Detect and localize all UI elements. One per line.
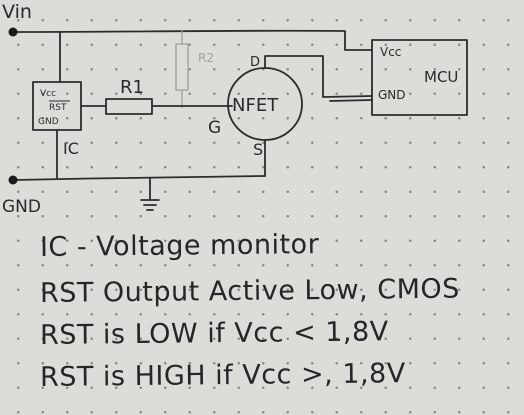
drain-label: D bbox=[250, 55, 260, 70]
mcu-vcc-pin-label: Vcc bbox=[380, 45, 401, 59]
ic-name-label: IC bbox=[63, 139, 79, 158]
drain-to-mcu-gnd-wire bbox=[264, 55, 373, 98]
gnd-rail bbox=[13, 175, 266, 181]
mcu-gnd-pin-label: GND bbox=[378, 88, 406, 102]
note-line-3: RST is LOW if Vcc < 1,8V bbox=[39, 316, 389, 351]
vin-label: Vin bbox=[2, 1, 32, 23]
mcu-label: MCU bbox=[424, 68, 458, 86]
r1-resistor bbox=[105, 98, 153, 115]
r1-label: R1 bbox=[120, 77, 144, 98]
vin-terminal bbox=[8, 27, 18, 37]
ic-vcc-pin-label: Vcc bbox=[40, 89, 56, 99]
drain-to-mcu-gnd-wire-double bbox=[329, 99, 373, 102]
gnd-terminal bbox=[8, 175, 18, 185]
ground-symbol-icon bbox=[140, 177, 160, 211]
mcu-box bbox=[371, 39, 468, 116]
gate-label: G bbox=[208, 118, 221, 138]
nfet-label: NFET bbox=[232, 95, 279, 116]
vin-rail bbox=[13, 29, 373, 51]
note-line-2: RST Output Active Low, CMOS bbox=[39, 273, 460, 309]
ic-rst-pin-label: RST bbox=[49, 103, 67, 113]
source-label: S bbox=[253, 140, 263, 159]
gnd-label: GND bbox=[2, 197, 41, 217]
note-line-1: IC - Voltage monitor bbox=[39, 229, 320, 263]
r2-label: R2 bbox=[198, 51, 214, 65]
note-line-4: RST is HIGH if Vcc >, 1,8V bbox=[39, 358, 406, 393]
ic-gnd-pin-label: GND bbox=[38, 117, 59, 127]
r2-resistor-erased bbox=[175, 43, 189, 91]
